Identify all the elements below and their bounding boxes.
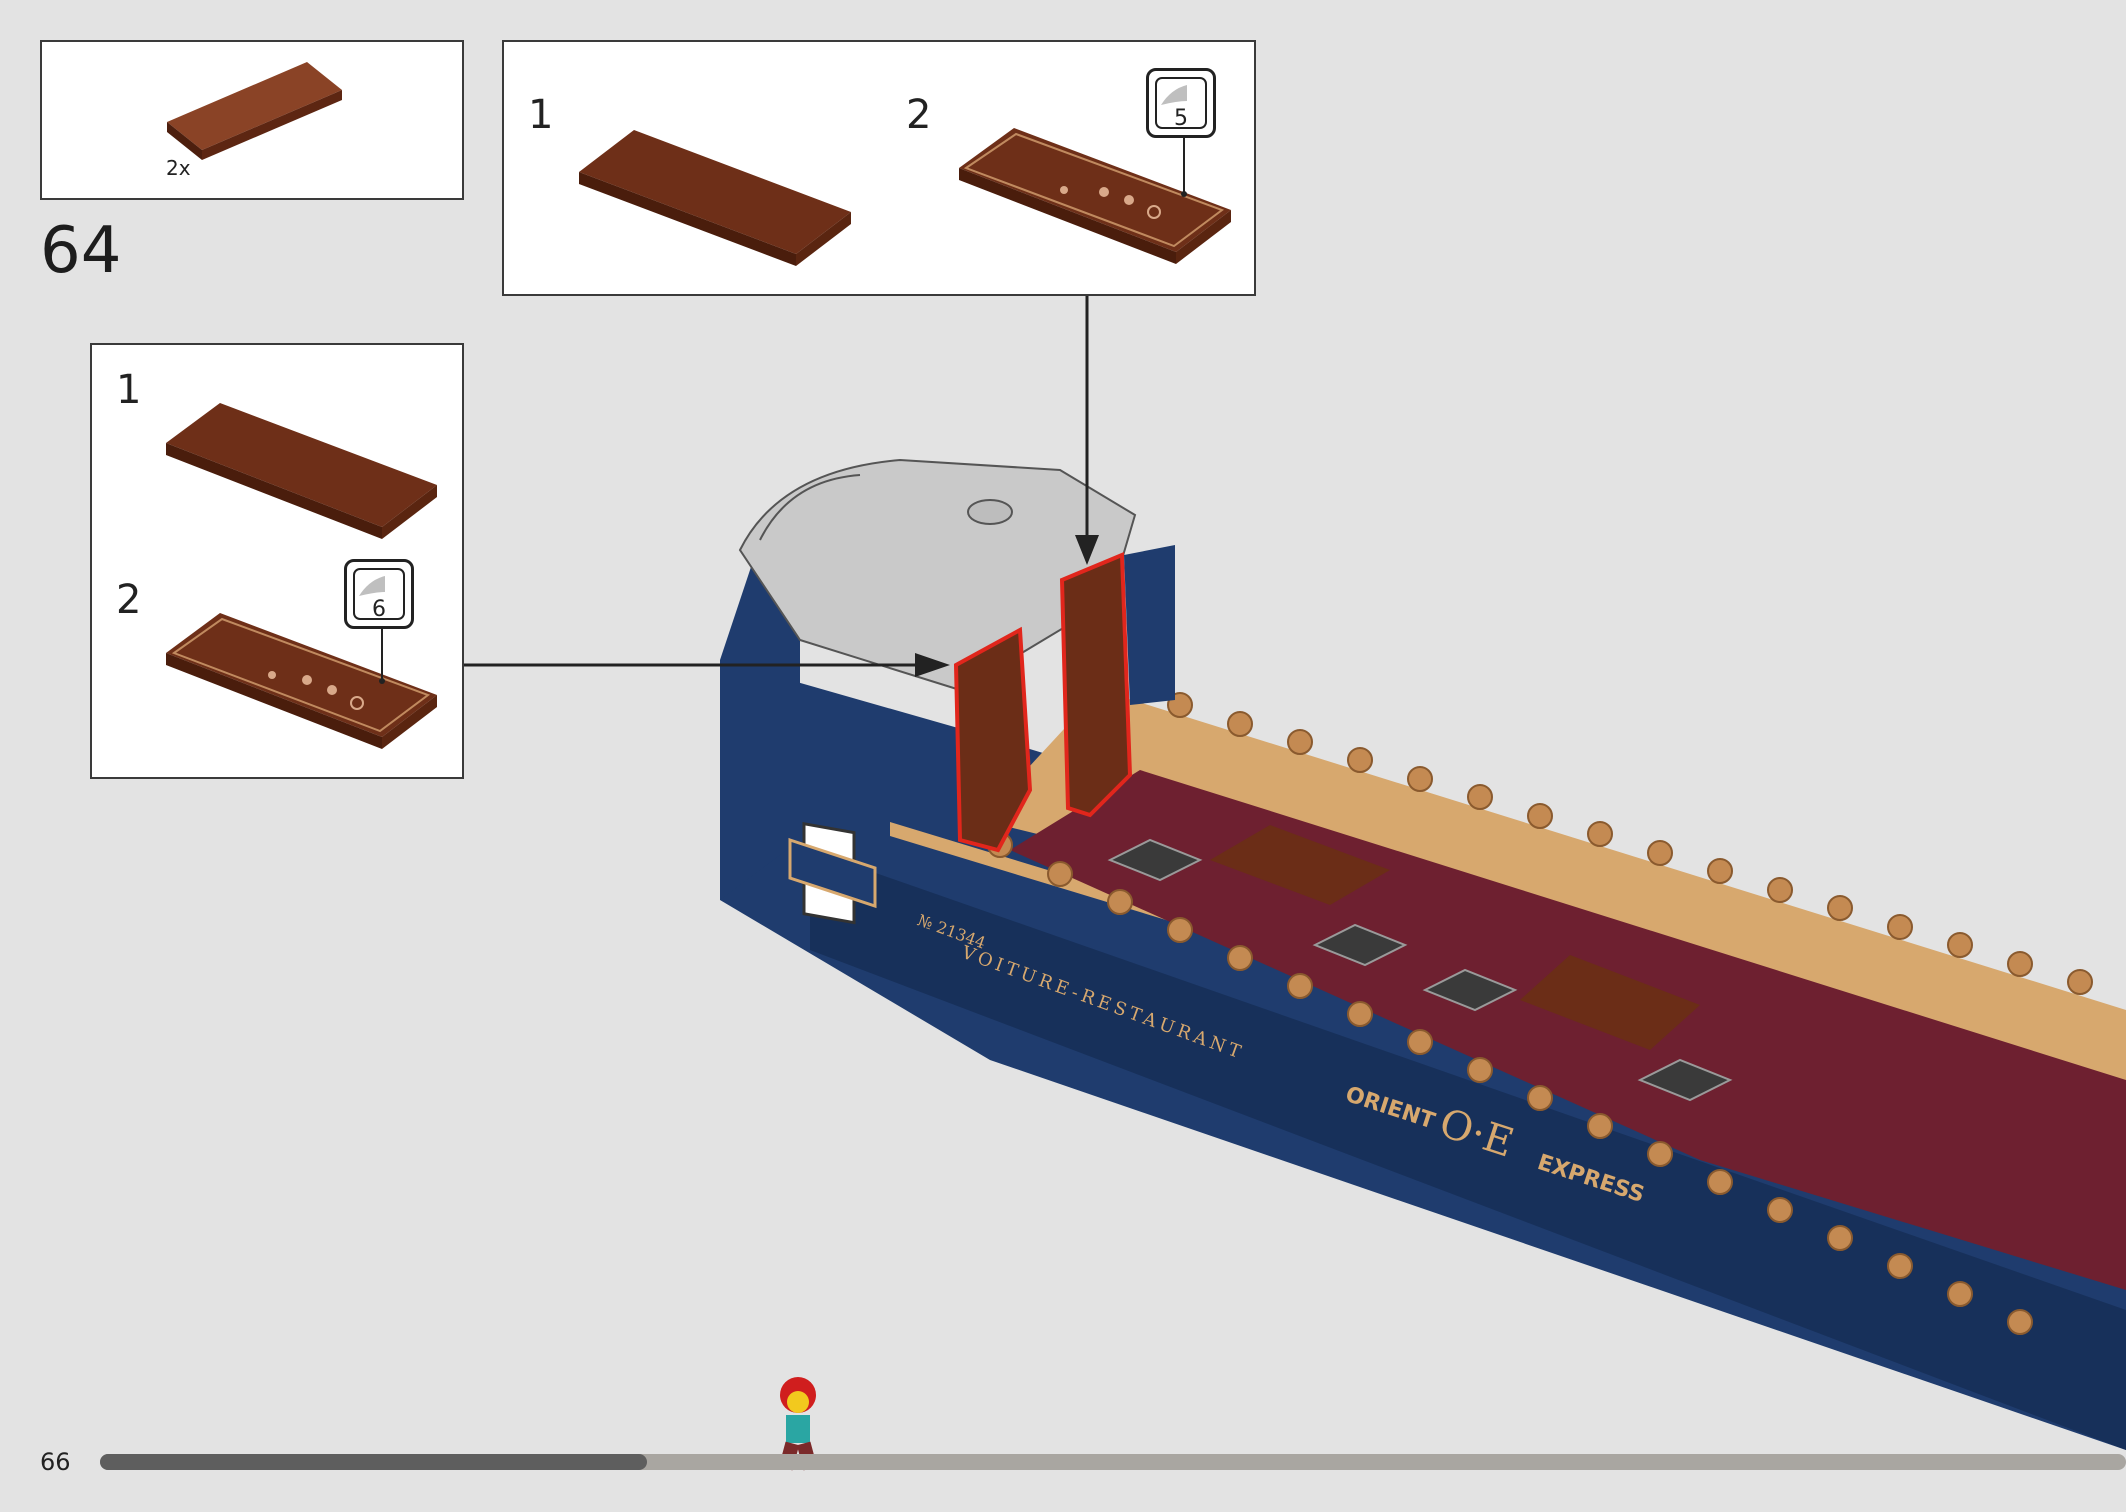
progress-bar-fill (100, 1454, 648, 1470)
page-number: 66 (40, 1448, 71, 1476)
subassembly-left: 1 2 6 (90, 343, 464, 779)
substep-1-label: 1 (528, 92, 554, 138)
substep-2-label: 2 (906, 92, 932, 138)
parts-callout: 2x (40, 40, 464, 200)
sticker-number: 5 (1174, 106, 1188, 131)
sticker-icon (1155, 77, 1207, 129)
parts-quantity: 2x (166, 156, 191, 180)
substep-1-label: 1 (116, 367, 142, 413)
sticker-icon (353, 568, 405, 620)
sticker-number: 6 (372, 597, 386, 622)
decorated-tile (959, 128, 1231, 264)
sticker-5-badge: 5 (1146, 68, 1216, 138)
decorated-tile (166, 613, 437, 749)
step-number: 64 (40, 214, 122, 288)
plain-tile (166, 403, 437, 539)
sticker-6-badge: 6 (344, 559, 414, 629)
plain-tile (579, 130, 851, 266)
progress-bar (100, 1454, 2126, 1470)
substep-2-label: 2 (116, 577, 142, 623)
parts-callout-tile (167, 62, 342, 160)
subassembly-top: 1 2 5 (502, 40, 1256, 296)
